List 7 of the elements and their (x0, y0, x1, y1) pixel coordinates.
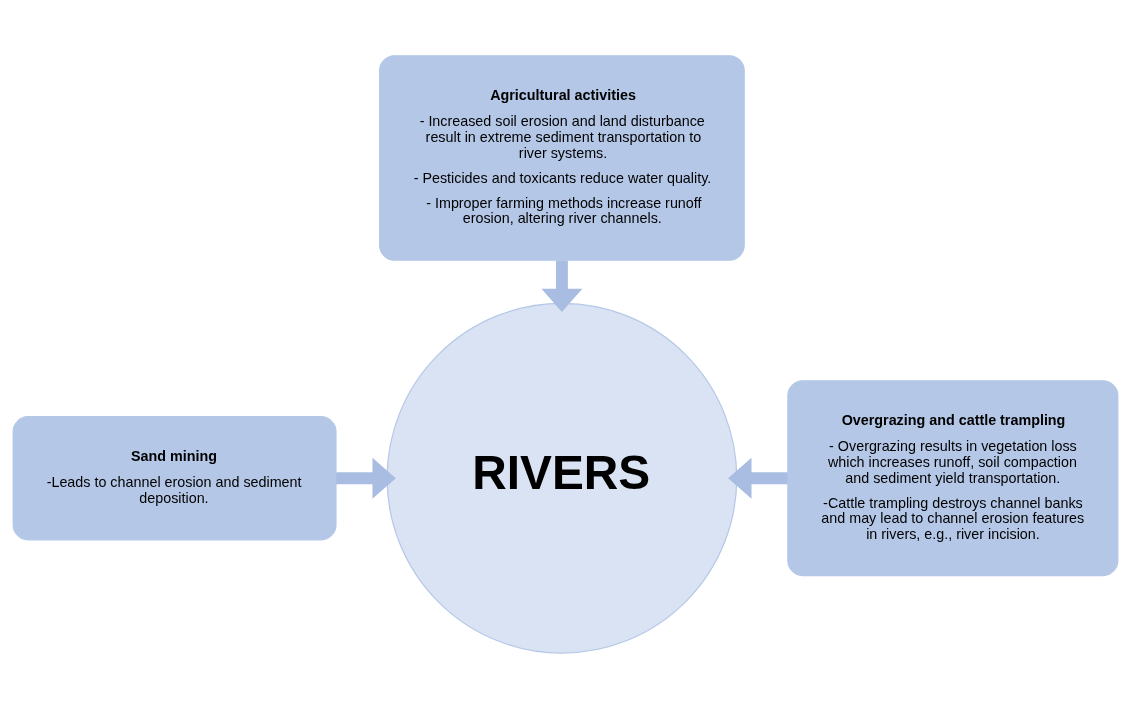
node-box: Overgrazing and cattle trampling - Overgrazing results in vegetation loss which increases runoff, soil compaction and sediment yield transportation. -Cattle trampling destroys channel banks and may lead to channel erosion features in rivers, e.g., river incision. (787, 380, 1119, 577)
node-box: Agricultural activities - Increased soil erosion and land disturbance result in extreme sediment transportation to river systems. - Pesticides and toxicants reduce water quality. - Improper farming methods increase runoff erosion, altering river channels. (379, 55, 745, 261)
node-box: Sand mining -Leads to channel erosion and sediment deposition. (12, 416, 337, 541)
arrow (541, 260, 583, 313)
arrow (336, 457, 396, 499)
arrow (728, 457, 788, 499)
node-circle: RIVERS (386, 302, 738, 654)
